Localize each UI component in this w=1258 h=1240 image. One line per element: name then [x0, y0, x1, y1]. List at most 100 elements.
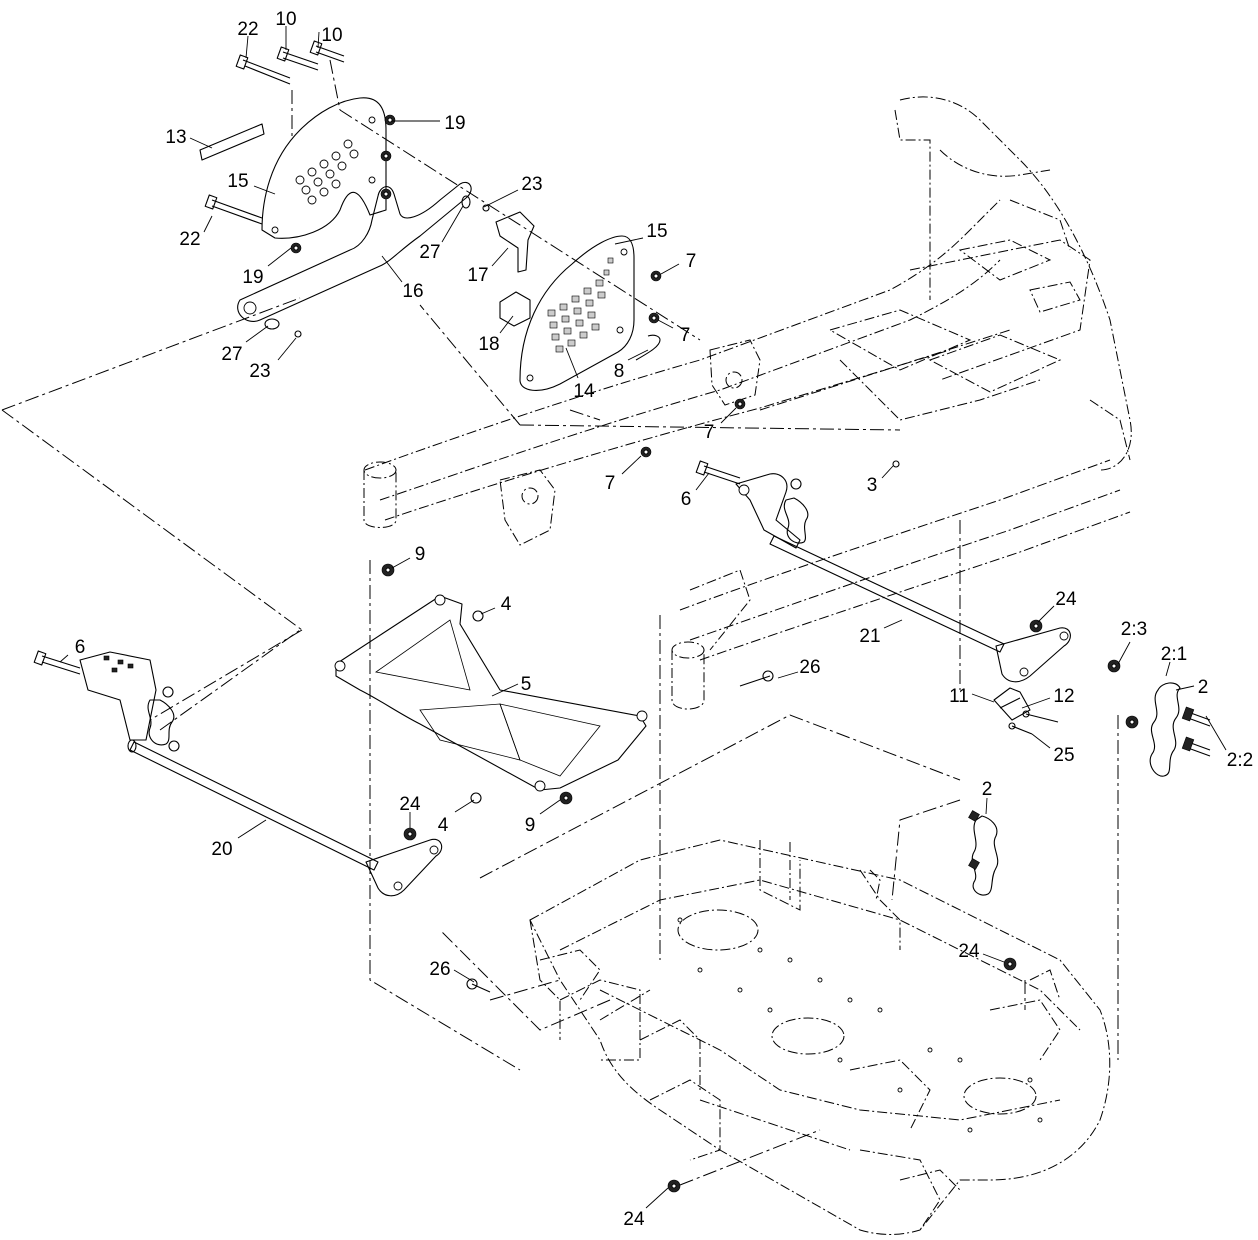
- callout-label: 26: [429, 959, 450, 980]
- callout-label: 15: [646, 221, 667, 242]
- callout-label: 25: [1053, 745, 1074, 766]
- callout-label: 7: [704, 422, 715, 443]
- callout-label: 11: [949, 686, 969, 707]
- callout-label: 7: [680, 325, 691, 346]
- callout-leader: [381, 255, 403, 283]
- callout-leader: [203, 215, 213, 233]
- callout-leader: [645, 1187, 669, 1209]
- callout-leader: [391, 557, 411, 569]
- callout-label: 17: [467, 265, 488, 286]
- callout-label: 2: [982, 779, 993, 800]
- callout-leader: [614, 237, 644, 245]
- callout-leader: [277, 337, 297, 361]
- callout-label: 24: [623, 1209, 645, 1230]
- callout-leader: [720, 407, 737, 424]
- callout-leader: [982, 953, 1005, 963]
- callout-leader: [267, 247, 292, 267]
- callout-leader: [454, 799, 475, 813]
- callout-label: 27: [419, 242, 440, 263]
- lift-shaft-21: [735, 473, 1071, 721]
- callout-leader: [483, 189, 519, 208]
- callout-leader: [1175, 685, 1195, 691]
- callout-leader: [317, 31, 320, 49]
- callout-label: 4: [438, 815, 449, 836]
- callout-label: 9: [415, 544, 426, 565]
- callout-label: 4: [501, 594, 512, 615]
- indicator-grid-right: [547, 257, 614, 353]
- callout-label: 2:3: [1121, 619, 1147, 640]
- decal-13: [199, 123, 265, 161]
- callout-label: 27: [221, 344, 242, 365]
- callout-label: 10: [321, 25, 342, 46]
- callout-leader: [1117, 641, 1131, 665]
- callout-leader: [695, 472, 710, 491]
- callout-label: 15: [227, 171, 248, 192]
- callout-label: 9: [525, 815, 536, 836]
- indicator-17: [495, 211, 535, 273]
- callout-label: 21: [859, 626, 880, 647]
- callout-label: 6: [681, 489, 692, 510]
- lift-shaft-20: [79, 651, 443, 897]
- callout-leader: [253, 185, 276, 195]
- chains: [147, 497, 1181, 896]
- control-plate-left: [261, 97, 387, 239]
- support-plate-5: [334, 594, 648, 792]
- callout-label: 2:1: [1161, 644, 1187, 665]
- control-plate-right: [519, 235, 635, 391]
- callout-leader: [883, 619, 903, 629]
- callout-label: 23: [249, 361, 270, 382]
- indicator-holes: [295, 139, 359, 205]
- callout-label: 7: [605, 473, 616, 494]
- callout-leader: [621, 455, 642, 475]
- callout-leader: [1037, 605, 1055, 623]
- callout-label: 2: [1198, 677, 1209, 698]
- callout-leader: [985, 797, 988, 815]
- callout-leader: [971, 693, 995, 703]
- callout-label: 22: [237, 19, 258, 40]
- callout-leader: [453, 969, 475, 983]
- callout-label: 8: [614, 361, 625, 382]
- callout-label: 10: [275, 9, 296, 30]
- callout-leader: [245, 325, 269, 343]
- assembly-lines: [1, 59, 1119, 1186]
- callout-label: 24: [399, 794, 421, 815]
- callout-leader: [1021, 697, 1051, 709]
- callout-label: 3: [867, 475, 878, 496]
- rod-8: [635, 334, 661, 361]
- callout-leader: [245, 35, 249, 59]
- callout-label: 5: [521, 674, 532, 695]
- callout-leader: [1205, 715, 1227, 751]
- callout-leader: [565, 347, 579, 379]
- callout-label: 19: [444, 113, 465, 134]
- callout-label: 7: [686, 251, 697, 272]
- callout-label: 22: [179, 229, 200, 250]
- callout-leader: [881, 465, 894, 479]
- callout-label: 19: [242, 267, 263, 288]
- indicator-18: [499, 291, 531, 327]
- callout-leader: [59, 654, 69, 663]
- callout-leader: [499, 315, 514, 334]
- callout-label: 16: [402, 281, 423, 302]
- callout-leader: [189, 137, 213, 149]
- callout-label: 20: [211, 839, 232, 860]
- callout-label: 2:2: [1227, 750, 1253, 771]
- deck-holes: [677, 917, 1043, 1133]
- callout-leader: [1165, 661, 1171, 677]
- callout-label: 14: [573, 381, 595, 402]
- callout-leader: [627, 349, 649, 361]
- callout-leader: [777, 671, 799, 679]
- callout-leader: [441, 205, 464, 243]
- tractor-frame-phantom: [363, 96, 1132, 710]
- mower-deck: [529, 839, 1111, 1235]
- callout-leader: [491, 683, 519, 697]
- callout-label: 26: [799, 657, 820, 678]
- callout-label: 24: [958, 941, 980, 962]
- callout-label: 18: [478, 334, 499, 355]
- callout-leader: [480, 607, 496, 615]
- callout-leader: [237, 819, 267, 839]
- callout-leader: [657, 319, 674, 329]
- callout-leader: [660, 263, 680, 275]
